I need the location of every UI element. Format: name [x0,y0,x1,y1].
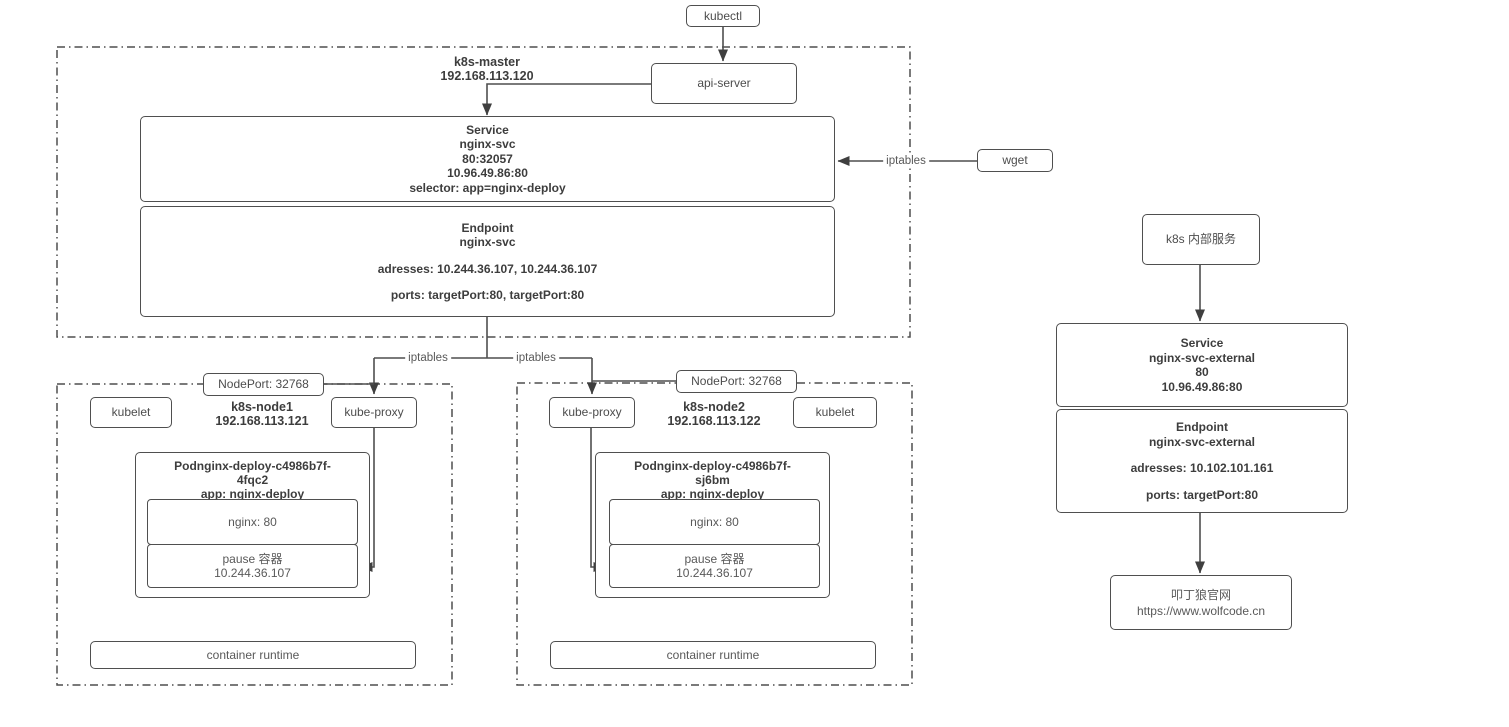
node1-kube-proxy-box: kube-proxy [331,397,417,428]
service-selector: selector: app=nginx-deploy [409,180,566,195]
node1-kubelet-box: kubelet [90,397,172,428]
master-ip: 192.168.113.120 [440,69,534,83]
node2-pod-title: Podnginx-deploy-c4986b7f- sj6bm app: ngi… [596,459,829,501]
endpoint-title: Endpoint [461,220,514,235]
node1-nodeport-box: NodePort: 32768 [203,373,324,396]
node2-kubelet-label: kubelet [815,405,855,420]
node1-container-runtime-box: container runtime [90,641,416,669]
service-port-mapping: 80:32057 [462,151,513,166]
service-name: nginx-svc [459,137,516,152]
node1-pause-container-label: pause 容器 [222,552,283,566]
kubectl-box: kubectl [686,5,760,27]
node1-pod-name-line1: Podnginx-deploy-c4986b7f- [174,459,331,473]
node2-nodeport-label: NodePort: 32768 [691,374,782,389]
node1-pause-container-box: pause 容器 10.244.36.107 [147,544,358,588]
node1-pod-name-line2: 4fqc2 [236,473,269,487]
node2-pod-box: Podnginx-deploy-c4986b7f- sj6bm app: ngi… [595,452,830,598]
node2-pod-name-line2: sj6bm [695,473,730,487]
website-box: 叩丁狼官网 https://www.wolfcode.cn [1110,575,1292,630]
master-title: k8s-master 192.168.113.120 [387,55,587,83]
api-server-box: api-server [651,63,797,104]
node2-nginx-container-box: nginx: 80 [609,499,820,545]
node2-ip: 192.168.113.122 [667,414,761,428]
node2-nginx-container-label: nginx: 80 [690,515,739,529]
node1-pod-app-label: app: nginx-deploy [200,487,305,501]
endpoint-external-box: Endpoint nginx-svc-external adresses: 10… [1056,409,1348,513]
node2-pause-container-box: pause 容器 10.244.36.107 [609,544,820,588]
node2-container-runtime-box: container runtime [550,641,876,669]
node2-kubelet-box: kubelet [793,397,877,428]
apiserver-to-service-arrow [482,83,651,116]
endpoint-name: nginx-svc [459,235,516,249]
internal-service-entry-label: k8s 内部服务 [1165,232,1236,247]
node1-kubelet-label: kubelet [111,405,151,420]
service-external-cluster-ip: 10.96.49.86:80 [1161,379,1243,394]
endpoint-addresses: adresses: 10.244.36.107, 10.244.36.107 [377,261,598,276]
node1-nginx-container-box: nginx: 80 [147,499,358,545]
node2-pod-app-label: app: nginx-deploy [660,487,765,501]
iptables-label-left: iptables [405,352,451,364]
service-cluster-ip: 10.96.49.86:80 [447,166,528,181]
endpoint-external-addresses: adresses: 10.102.101.161 [1130,461,1274,475]
node2-pod-name-line1: Podnginx-deploy-c4986b7f- [634,459,791,473]
node1-title: k8s-node1 192.168.113.121 [160,400,364,428]
endpoint-external-ports: ports: targetPort:80 [1145,487,1258,502]
node2-title: k8s-node2 192.168.113.122 [612,400,816,428]
endpoint-external-title: Endpoint [1176,420,1228,434]
node1-pause-container-ip: 10.244.36.107 [214,566,291,580]
wget-label: wget [1002,153,1028,168]
endpoint-ports: ports: targetPort:80, targetPort:80 [390,288,585,302]
node2-nodeport-box: NodePort: 32768 [676,370,797,393]
node2-pause-container-label: pause 容器 [684,552,745,566]
website-url: https://www.wolfcode.cn [1136,603,1266,618]
node2-name: k8s-node2 [683,400,745,414]
node1-kube-proxy-label: kube-proxy [344,405,404,420]
endpoint-box: Endpoint nginx-svc adresses: 10.244.36.1… [140,206,835,317]
master-name: k8s-master [453,55,520,69]
service-box: Service nginx-svc 80:32057 10.96.49.86:8… [140,116,835,202]
service-external-box: Service nginx-svc-external 80 10.96.49.8… [1056,323,1348,407]
node2-pause-container-ip: 10.244.36.107 [676,566,753,580]
service-external-name: nginx-svc-external [1148,350,1256,365]
node1-pod-title: Podnginx-deploy-c4986b7f- 4fqc2 app: ngi… [136,459,369,501]
kubectl-label: kubectl [703,8,743,23]
iptables-label-wget: iptables [883,155,929,167]
service-external-port: 80 [1195,365,1209,379]
internal-service-entry-box: k8s 内部服务 [1142,214,1260,265]
service-external-title: Service [1180,336,1224,350]
api-server-label: api-server [697,76,751,91]
node1-container-runtime-label: container runtime [206,647,300,662]
node1-ip: 192.168.113.121 [215,414,309,428]
node1-nginx-container-label: nginx: 80 [228,515,277,529]
node2-kube-proxy-box: kube-proxy [549,397,635,428]
node2-kube-proxy-label: kube-proxy [562,405,622,420]
master-boundary [56,46,911,338]
node1-nodeport-label: NodePort: 32768 [218,377,309,392]
website-name: 叩丁狼官网 [1170,587,1231,602]
node2-container-runtime-label: container runtime [666,647,760,662]
wget-box: wget [977,149,1053,172]
node1-pod-box: Podnginx-deploy-c4986b7f- 4fqc2 app: ngi… [135,452,370,598]
service-title: Service [466,122,509,137]
iptables-label-right: iptables [513,352,559,364]
node1-name: k8s-node1 [231,400,293,414]
endpoint-external-name: nginx-svc-external [1148,434,1256,449]
